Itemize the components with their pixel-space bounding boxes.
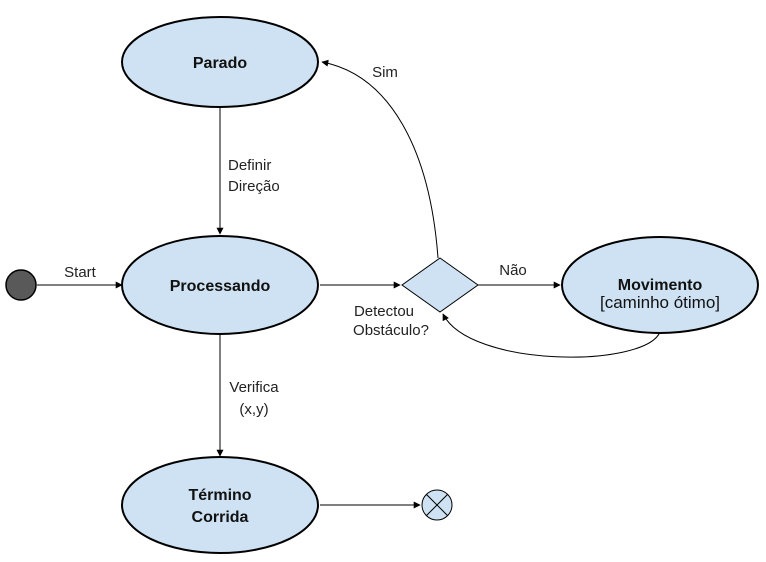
edge-movimento-loop [442, 313, 661, 358]
final-state-cross-b [426, 494, 448, 516]
state-movimento [561, 236, 759, 334]
initial-state-icon [5, 269, 37, 301]
edge-label-start: Start [64, 264, 97, 281]
decision-label-line1: Detectou [354, 303, 414, 320]
state-movimento-label: Movimento [618, 277, 703, 294]
decision-node [401, 257, 479, 313]
edge-label-xy: (x,y) [239, 401, 268, 418]
state-termino-corrida [121, 456, 319, 554]
state-movimento-sublabel: [caminho ótimo] [600, 293, 720, 312]
edge-label-verifica: Verifica [229, 379, 279, 396]
edge-label-direcao: Direção [228, 178, 280, 195]
state-termino-label-line2: Corrida [192, 509, 249, 526]
edge-label-nao: Não [499, 262, 527, 279]
state-parado [121, 16, 319, 108]
decision-label-line2: Obstáculo? [353, 322, 429, 339]
edge-label-definir: Definir [228, 157, 271, 174]
state-processando [121, 235, 319, 335]
state-parado-label: Parado [193, 55, 247, 72]
edge-sim [321, 59, 439, 259]
edge-label-sim: Sim [372, 64, 398, 81]
state-processando-label: Processando [170, 278, 271, 295]
state-termino-label-line1: Término [188, 487, 251, 504]
